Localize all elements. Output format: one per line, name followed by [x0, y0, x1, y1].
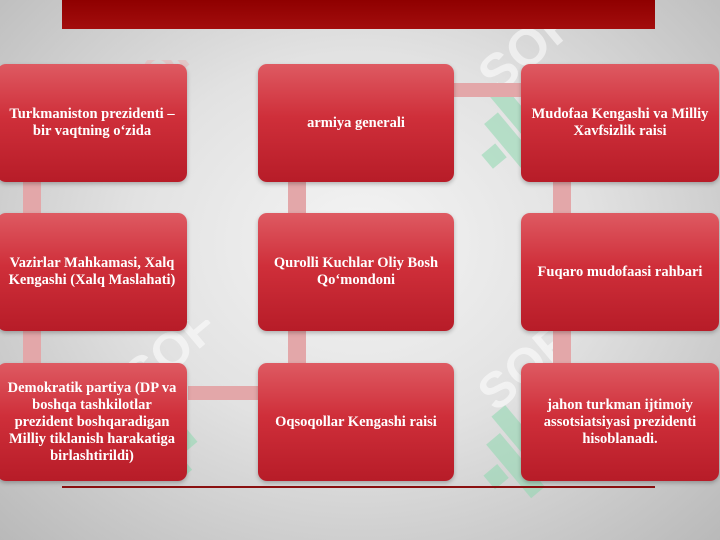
connector-c1r1-c1r2	[23, 180, 41, 214]
connector-c1r3-c2r3	[188, 386, 258, 400]
box-text: Oqsoqollar Kengashi raisi	[275, 413, 437, 430]
box-vazirlar-mahkamasi: Vazirlar Mahkamasi, Xalq Kengashi (Xalq …	[0, 213, 187, 331]
connector-c3r1-c3r2	[553, 180, 571, 214]
connector-c1r2-c1r3	[23, 330, 41, 364]
box-oqsoqollar-kengashi: Oqsoqollar Kengashi raisi	[258, 363, 454, 481]
box-turkmaniston-prezidenti: Turkmaniston prezidenti – bir vaqtning o…	[0, 64, 187, 182]
box-text: Mudofaa Kengashi va Milliy Xavfsizlik ra…	[531, 106, 709, 139]
connector-c3r2-c3r3	[553, 330, 571, 364]
connector-c2r2-c2r1	[288, 180, 306, 214]
box-text: Fuqaro mudofaasi rahbari	[537, 263, 703, 280]
box-text: jahon turkman ijtimoiy assotsiatsiyasi p…	[543, 396, 697, 447]
box-text: Demokratik partiya (DP va boshqa tashkil…	[7, 379, 177, 464]
box-mudofaa-kengashi: Mudofaa Kengashi va Milliy Xavfsizlik ra…	[521, 64, 719, 182]
box-jahon-turkman: jahon turkman ijtimoiy assotsiatsiyasi p…	[521, 363, 719, 481]
connector-c2r3-c2r2	[288, 330, 306, 364]
box-qurolli-kuchlar: Qurolli Kuchlar Oliy Bosh Qo‘mondoni	[258, 213, 454, 331]
title-bar	[62, 0, 655, 29]
box-fuqaro-mudofaasi: Fuqaro mudofaasi rahbari	[521, 213, 719, 331]
box-text: Vazirlar Mahkamasi, Xalq Kengashi (Xalq …	[8, 255, 176, 288]
bottom-divider	[62, 486, 655, 488]
box-text: armiya generali	[307, 114, 405, 131]
box-text: Turkmaniston prezidenti – bir vaqtning o…	[9, 106, 175, 139]
box-demokratik-partiya: Demokratik partiya (DP va boshqa tashkil…	[0, 363, 187, 481]
box-armiya-generali: armiya generali	[258, 64, 454, 182]
box-text: Qurolli Kuchlar Oliy Bosh Qo‘mondoni	[273, 255, 439, 288]
connector-c2r1-c3r1	[454, 83, 524, 97]
